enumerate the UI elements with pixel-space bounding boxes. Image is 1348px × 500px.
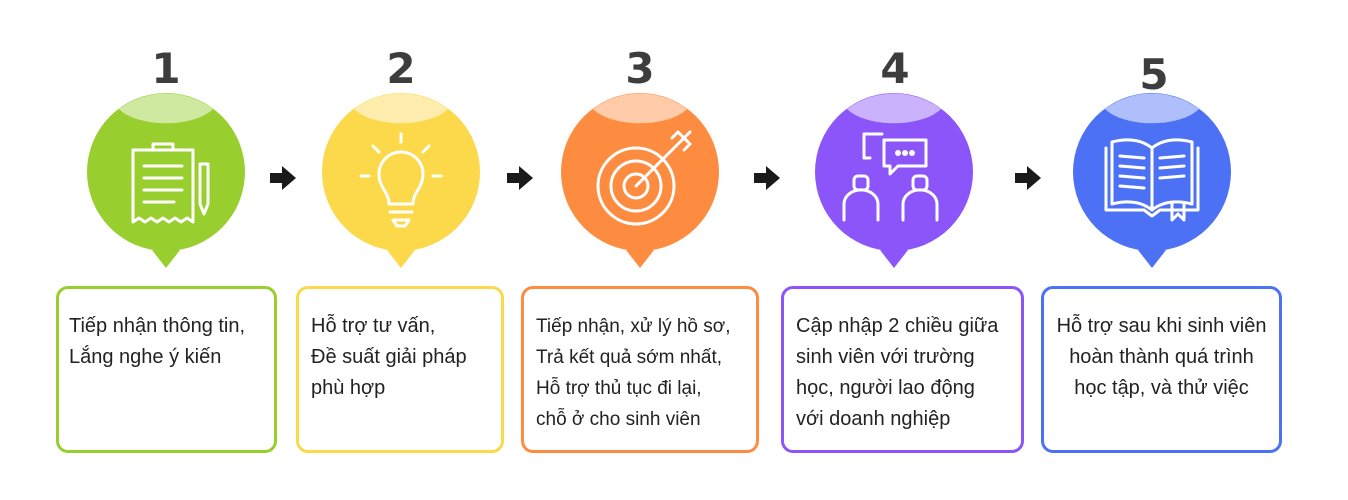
step-4-pin bbox=[815, 93, 973, 268]
step-1-number: 1 bbox=[151, 44, 181, 93]
two-people-chat-icon bbox=[842, 132, 939, 222]
step-2-card: Hỗ trợ tư vấn, Đề suất giải pháp phù hợp bbox=[296, 286, 504, 453]
step-5-card: Hỗ trợ sau khi sinh viên hoàn thành quá … bbox=[1041, 286, 1282, 453]
target-arrow-icon bbox=[596, 130, 692, 226]
step-4-card: Cập nhập 2 chiều giữa sinh viên với trườ… bbox=[781, 286, 1024, 453]
clipboard-pen-icon bbox=[131, 142, 210, 224]
open-book-icon bbox=[1104, 138, 1200, 222]
step-2-pin bbox=[322, 93, 480, 268]
arrow-3-to-4 bbox=[754, 166, 780, 190]
arrow-2-to-3 bbox=[507, 166, 533, 190]
step-5-number: 5 bbox=[1139, 50, 1169, 99]
step-3-number: 3 bbox=[625, 44, 655, 93]
step-2-number: 2 bbox=[386, 44, 416, 93]
arrow-4-to-5 bbox=[1015, 166, 1041, 190]
step-1-pin bbox=[87, 93, 245, 268]
step-3-pin bbox=[561, 93, 719, 268]
step-4-number: 4 bbox=[880, 44, 910, 93]
lightbulb-icon bbox=[359, 132, 443, 228]
step-5-pin bbox=[1073, 93, 1231, 268]
arrow-1-to-2 bbox=[270, 166, 296, 190]
step-1-card: Tiếp nhận thông tin, Lắng nghe ý kiến bbox=[56, 286, 277, 453]
step-3-card: Tiếp nhận, xử lý hồ sơ, Trả kết quả sớm … bbox=[521, 286, 759, 453]
